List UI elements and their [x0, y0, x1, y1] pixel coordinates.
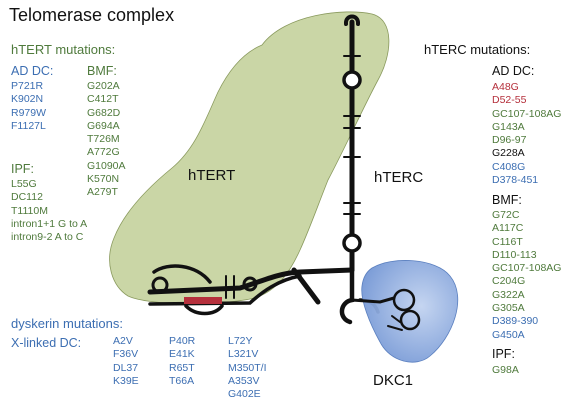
dyskerin-mutations-header: dyskerin mutations: [11, 316, 123, 331]
htert-ipf-list: L55G DC112 T1110M intron1+1 G to A intro… [11, 178, 87, 244]
htert-ipf-item: DC112 [11, 191, 43, 204]
hterc-ad-dc-item: G228A [492, 147, 525, 160]
dyskerin-item: A353V [228, 374, 260, 387]
dyskerin-item: A2V [113, 335, 133, 347]
hterc-bmf-list: G72C A117C C116T D110-113 GC107-108AG C2… [492, 209, 561, 342]
htert-bmf-item: G682D [87, 106, 121, 119]
hterc-ad-dc-item: D52-55 [492, 94, 527, 107]
hterc-bmf-item: D110-113 [492, 248, 537, 261]
htert-bmf-item: A279T [87, 186, 118, 199]
hterc-bmf-item: GC107-108AG [492, 262, 562, 275]
hterc-ipf-label: IPF: [492, 347, 515, 361]
figure-title: Telomerase complex [9, 5, 175, 25]
htert-ipf-item: T1110M [11, 204, 48, 217]
htert-bmf-label: BMF: [87, 64, 117, 78]
dyskerin-item: L72Y [228, 335, 253, 347]
hterc-ad-dc-item: GC107-108AG [492, 107, 562, 120]
htert-bmf-item: G1090A [87, 159, 126, 172]
htert-ad-dc-item: F1127L [11, 119, 46, 132]
dyskerin-item: K39E [113, 374, 139, 387]
dyskerin-item: P40R [169, 335, 196, 347]
htert-ipf-label: IPF: [11, 162, 34, 176]
dyskerin-list-col2: P40R E41K R65T T66A [169, 335, 195, 388]
htert-ad-dc-label: AD DC: [11, 64, 54, 78]
htert-ipf-item: intron9-2 A to C [11, 231, 84, 244]
hterc-ad-dc-item: D96-97 [492, 134, 527, 147]
hterc-bmf-item: D389-390 [492, 315, 539, 328]
hterc-rna-structure [147, 14, 380, 325]
htert-bmf-item: K570N [87, 173, 120, 186]
dyskerin-item: F36V [113, 348, 139, 361]
dyskerin-item: L321V [228, 348, 259, 361]
hterc-bmf-item: A117C [492, 222, 524, 235]
htert-bmf-item: T726M [87, 133, 120, 146]
htert-label: hTERT [188, 167, 236, 184]
dyskerin-item: T66A [169, 374, 195, 387]
dyskerin-item: DL37 [113, 361, 139, 374]
hterc-ad-dc-item: C408G [492, 160, 526, 173]
hterc-ad-dc-list: A48G D52-55 GC107-108AG G143A D96-97 G22… [492, 81, 561, 187]
htert-bmf-item: G202A [87, 80, 120, 92]
hterc-bmf-item: G322A [492, 288, 525, 301]
htert-ipf-item: L55G [11, 178, 37, 190]
hterc-ad-dc-label: AD DC: [492, 64, 535, 78]
mutation-highlight [184, 297, 222, 304]
dyskerin-list-col3: L72Y L321V M350T/I A353V G402E [228, 335, 267, 401]
htert-bmf-item: C412T [87, 93, 119, 106]
htert-ad-dc-item: P721R [11, 80, 44, 92]
dyskerin-list-col1: A2V F36V DL37 K39E [113, 335, 139, 388]
hterc-bmf-label: BMF: [492, 193, 522, 207]
htert-ad-dc-list: P721R K902N R979W F1127L [11, 80, 46, 133]
htert-ad-dc-item: R979W [11, 106, 47, 119]
htert-bmf-item: A772G [87, 146, 120, 159]
hterc-label: hTERC [374, 169, 424, 186]
dyskerin-item: R65T [169, 361, 195, 374]
hterc-bmf-item: G305A [492, 302, 525, 315]
htert-bmf-item: G694A [87, 119, 120, 132]
htert-mutations-header: hTERT mutations: [11, 42, 116, 57]
dyskerin-item: G402E [228, 388, 261, 401]
hterc-ad-dc-item: D378-451 [492, 174, 539, 187]
hterc-bmf-item: G450A [492, 328, 525, 341]
dyskerin-item: E41K [169, 348, 195, 361]
hterc-ipf-list: G98A [492, 364, 519, 377]
dyskerin-item: M350T/I [228, 361, 267, 374]
dkc1-label: DKC1 [373, 372, 414, 389]
hterc-bmf-item: C116T [492, 235, 523, 248]
hterc-bmf-item: C204G [492, 275, 526, 288]
hterc-mutations-header: hTERC mutations: [424, 42, 531, 57]
hterc-ad-dc-item: G143A [492, 120, 525, 133]
htert-ipf-item: intron1+1 G to A [11, 217, 88, 230]
hterc-haca-domain [350, 288, 421, 331]
htert-ad-dc-item: K902N [11, 93, 44, 106]
hterc-ipf-item: G98A [492, 364, 519, 376]
hterc-bmf-item: G72C [492, 209, 520, 221]
dyskerin-xlinked-label: X-linked DC: [11, 336, 82, 350]
hterc-ad-dc-item: A48G [492, 81, 519, 93]
htert-bmf-list: G202A C412T G682D G694A T726M A772G G109… [87, 80, 126, 200]
